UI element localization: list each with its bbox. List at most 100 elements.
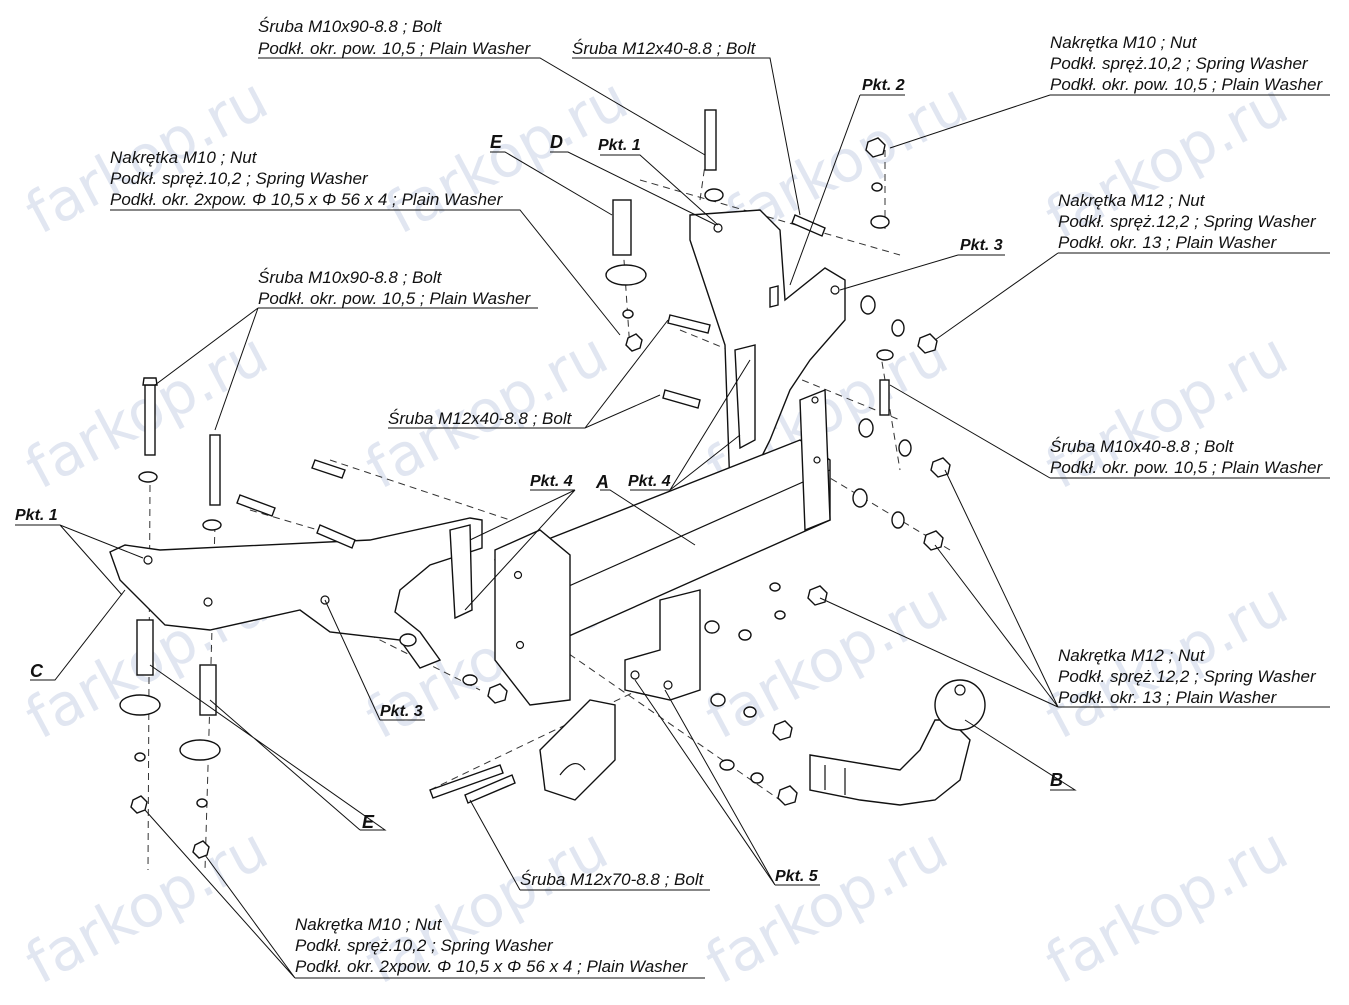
- bolt-left-2: [209, 434, 221, 506]
- bolt-m12-2: [236, 494, 276, 517]
- tag-pkt4-left: Pkt. 4: [530, 473, 573, 490]
- callout-top-right-nut-m10: Nakrętka M10 ; Nut Podkł. spręż.10,2 ; S…: [1050, 33, 1323, 94]
- washer: [774, 610, 786, 620]
- callout-top-bolt-m12x40: Śruba M12x40-8.8 ; Bolt: [572, 39, 757, 58]
- callout-line: Podkł. spręż.10,2 ; Spring Washer: [295, 936, 554, 955]
- nut: [192, 840, 210, 859]
- washer: [891, 511, 905, 529]
- callout-line: Śruba M12x70-8.8 ; Bolt: [520, 870, 705, 889]
- callout-bottom-nut-m10: Nakrętka M10 ; Nut Podkł. spręż.10,2 ; S…: [295, 915, 689, 976]
- letter-a: A: [595, 472, 609, 492]
- letter-c: C: [30, 661, 44, 681]
- callout-line: Podkł. okr. pow. 10,5 ; Plain Washer: [1050, 75, 1323, 94]
- bolt-head: [142, 377, 158, 386]
- bolt-m12x70-2: [464, 774, 516, 804]
- bolt-m12-5: [662, 389, 701, 409]
- washers-nuts: [119, 137, 951, 859]
- callout-left-nut-m10: Nakrętka M10 ; Nut Podkł. spręż.10,2 ; S…: [110, 148, 504, 209]
- callout-right-nut-m12-top: Nakrętka M12 ; Nut Podkł. spręż.12,2 ; S…: [1058, 191, 1317, 252]
- nut: [777, 785, 798, 806]
- nut: [807, 585, 828, 606]
- bolt-m12-4: [667, 314, 711, 334]
- washer: [704, 620, 720, 634]
- bolts: [142, 109, 890, 804]
- large-washer: [605, 264, 647, 286]
- washer: [870, 215, 890, 229]
- watermark: farkop.ru: [15, 814, 279, 997]
- bolt-top: [704, 109, 717, 171]
- right-side-bracket: [689, 209, 846, 491]
- washer: [622, 309, 634, 319]
- washer: [891, 319, 905, 337]
- nut: [487, 683, 508, 704]
- nut: [923, 530, 944, 551]
- callout-right-bolt-m10x40: Śruba M10x40-8.8 ; Bolt Podkł. okr. pow.…: [1050, 437, 1323, 477]
- callout-line: Nakrętka M10 ; Nut: [295, 915, 443, 934]
- tag-pkt4-right: Pkt. 4: [628, 473, 671, 490]
- callout-line: Podkł. spręż.10,2 ; Spring Washer: [110, 169, 369, 188]
- part-letters: E D A C B E: [30, 132, 1063, 832]
- callout-line: Śruba M12x40-8.8 ; Bolt: [388, 409, 573, 428]
- washer: [738, 629, 752, 641]
- callout-line: Podkł. spręż.12,2 ; Spring Washer: [1058, 667, 1317, 686]
- tow-ball-neck: [809, 679, 986, 806]
- tag-pkt1-top: Pkt. 1: [598, 137, 641, 154]
- callout-left-bolt-m10x90: Śruba M10x90-8.8 ; Bolt Podkł. okr. pow.…: [258, 268, 531, 308]
- washer: [750, 772, 764, 784]
- watermark: farkop.ru: [1035, 814, 1299, 997]
- washer: [876, 349, 894, 361]
- bolt-m12x70-1: [429, 764, 504, 799]
- washer: [202, 519, 222, 531]
- bolt-m12-1: [311, 459, 346, 479]
- spacer-tube: [612, 199, 632, 256]
- socket-plate: [539, 699, 616, 801]
- tag-pkt3-left: Pkt. 3: [380, 703, 423, 720]
- watermark: farkop.ru: [375, 64, 639, 247]
- callout-mid-bolt-m12x40: Śruba M12x40-8.8 ; Bolt: [388, 409, 573, 428]
- washer: [704, 188, 724, 202]
- nut: [930, 457, 951, 478]
- callout-line: Nakrętka M12 ; Nut: [1058, 646, 1206, 665]
- callout-line: Śruba M12x40-8.8 ; Bolt: [572, 39, 757, 58]
- callout-line: Podkł. okr. 2xpow. Φ 10,5 x Φ 56 x 4 ; P…: [110, 190, 504, 209]
- washer: [710, 693, 726, 707]
- spacer-tube: [136, 619, 154, 676]
- bolt-m10x40: [879, 379, 890, 416]
- leader-lines: [15, 57, 1330, 979]
- callout-right-nut-m12-bottom: Nakrętka M12 ; Nut Podkł. spręż.12,2 ; S…: [1058, 646, 1317, 707]
- callout-line: Śruba M10x90-8.8 ; Bolt: [258, 17, 443, 36]
- washer: [134, 752, 146, 762]
- callout-line: Nakrętka M10 ; Nut: [1050, 33, 1198, 52]
- nut: [772, 720, 793, 741]
- point-tags: Pkt. 2 Pkt. 1 Pkt. 3 Pkt. 1 Pkt. 4 Pkt. …: [15, 77, 1003, 885]
- callout-line: Podkł. okr. 13 ; Plain Washer: [1058, 688, 1278, 707]
- tag-pkt5: Pkt. 5: [775, 868, 819, 885]
- letter-b: B: [1050, 770, 1063, 790]
- washer: [898, 439, 912, 457]
- callout-top-bolt-m10x90: Śruba M10x90-8.8 ; Bolt Podkł. okr. pow.…: [258, 17, 531, 58]
- large-washer: [119, 694, 161, 716]
- tag-pkt2: Pkt. 2: [862, 77, 905, 94]
- main-crossbar: [449, 388, 831, 706]
- washer: [858, 418, 874, 438]
- callout-line: Śruba M10x40-8.8 ; Bolt: [1050, 437, 1235, 456]
- letter-d: D: [550, 132, 563, 152]
- washer: [871, 182, 883, 192]
- spacer-tube: [199, 664, 217, 716]
- bolt-m12-3: [316, 524, 356, 549]
- nut: [130, 795, 148, 814]
- bolt-m12-top: [791, 214, 826, 237]
- washer: [462, 674, 478, 686]
- letter-e-top: E: [490, 132, 503, 152]
- washer: [196, 798, 208, 808]
- washer: [719, 759, 735, 771]
- callout-line: Podkł. okr. 2xpow. Φ 10,5 x Φ 56 x 4 ; P…: [295, 957, 689, 976]
- tag-pkt3-right: Pkt. 3: [960, 237, 1003, 254]
- washer: [860, 295, 876, 315]
- callout-line: Podkł. okr. pow. 10,5 ; Plain Washer: [258, 289, 531, 308]
- callout-line: Podkł. spręż.10,2 ; Spring Washer: [1050, 54, 1309, 73]
- watermark: farkop.ru: [695, 814, 959, 997]
- nut: [625, 333, 643, 352]
- callout-line: Podkł. okr. 13 ; Plain Washer: [1058, 233, 1278, 252]
